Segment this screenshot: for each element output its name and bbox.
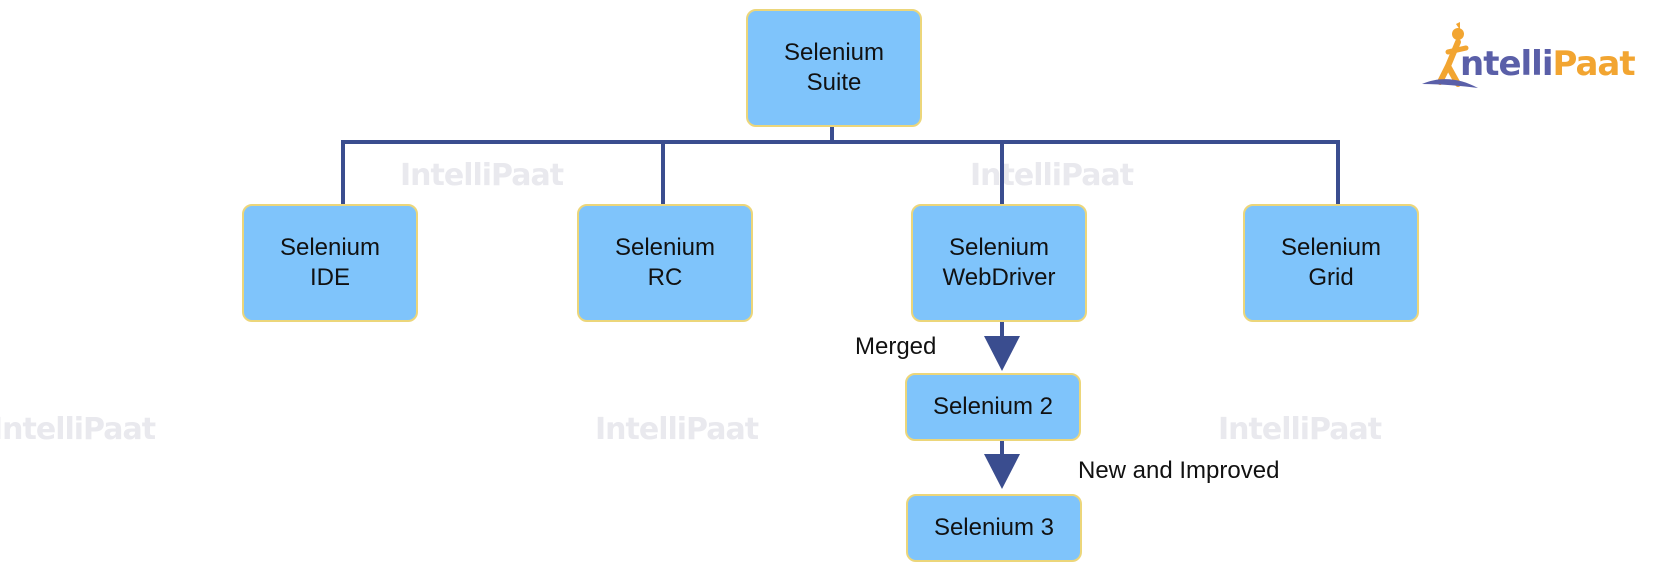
node-label-line2: RC [647,264,683,291]
node-selenium-suite: Selenium Suite [746,9,922,127]
node-selenium-3: Selenium 3 [906,494,1082,562]
arrow-head-merged [984,336,1020,371]
node-label-line1: Selenium [1280,234,1382,261]
label-new-and-improved: New and Improved [1078,457,1280,484]
logo-wordmark: ntelliPaat [1460,44,1636,84]
logo-text-part1: ntelli [1460,44,1553,84]
label-merged: Merged [855,333,937,360]
node-label-line2: Grid [1308,264,1354,291]
node-label-line1: Selenium [279,234,381,261]
arrow-head-improved [984,454,1020,489]
node-label-line2: IDE [309,264,350,291]
node-selenium-rc: Selenium RC [577,204,753,322]
watermark: IntelliPaat [400,158,564,193]
node-selenium-2: Selenium 2 [905,373,1081,441]
node-label: Selenium 2 [932,393,1054,420]
node-label-line1: Selenium [614,234,716,261]
node-selenium-grid: Selenium Grid [1243,204,1419,322]
node-label: Selenium 3 [933,514,1055,541]
node-selenium-webdriver: Selenium WebDriver [911,204,1087,322]
node-label-line1: Selenium [783,39,885,66]
watermark: IntelliPaat [0,412,156,447]
node-label-line2: WebDriver [942,264,1056,291]
node-label-line1: Selenium [948,234,1050,261]
intellipaat-logo: ntelliPaat [1418,22,1638,102]
watermark: IntelliPaat [970,158,1134,193]
watermark: IntelliPaat [595,412,759,447]
watermark: IntelliPaat [1218,412,1382,447]
node-label-line2: Suite [806,69,862,96]
logo-text-part2: Paat [1552,44,1635,84]
logo-figure-icon [1422,22,1478,88]
node-selenium-ide: Selenium IDE [242,204,418,322]
